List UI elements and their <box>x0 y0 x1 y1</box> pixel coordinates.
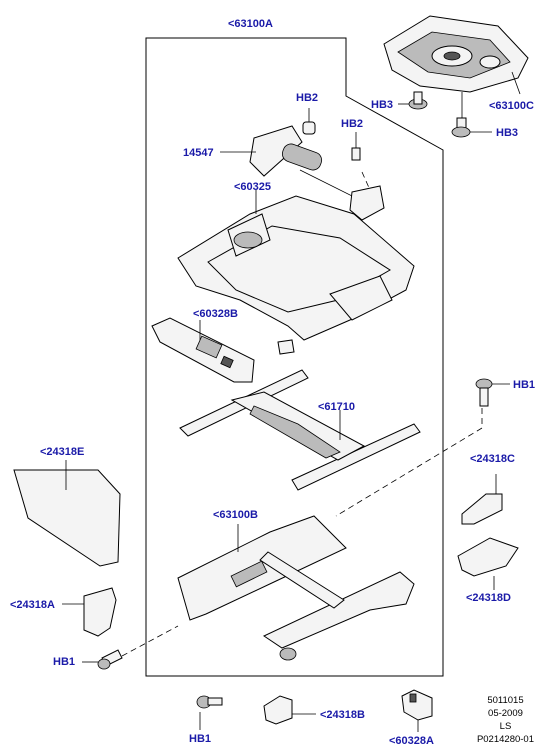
callout-24318E: <24318E <box>40 446 85 458</box>
seat-track-61710 <box>179 369 421 491</box>
trim-24318A <box>62 587 117 637</box>
callout-63100C: <63100C <box>489 100 534 112</box>
lower-frame-63100B <box>177 515 415 661</box>
seat-cushion-pan-63100C <box>383 15 529 95</box>
nut-hb2-upper <box>302 108 316 135</box>
callout-24318A: <24318A <box>10 599 55 611</box>
cover-24318B <box>263 695 316 725</box>
bolt-hb1-right <box>335 378 510 517</box>
bracket-60328A <box>401 689 433 732</box>
reference-number: 5011015 <box>487 695 524 706</box>
bolt-hb3-right <box>451 92 492 138</box>
callout-14547: 14547 <box>183 147 214 159</box>
callout-hb2-lower: HB2 <box>341 118 364 130</box>
callout-24318D: <24318D <box>466 592 511 604</box>
callout-24318B: <24318B <box>320 709 365 721</box>
callout-60328B: <60328B <box>193 308 238 320</box>
bolt-hb2-lower <box>351 132 361 161</box>
callout-hb1-left: HB1 <box>53 656 76 668</box>
drawing-reference-info: 5011015 05-2009 LS P0214280-01 <box>477 694 534 746</box>
bolt-hb1-left <box>82 625 179 670</box>
callout-61710: <61710 <box>318 401 356 413</box>
bracket-60328B <box>151 317 255 383</box>
callout-hb2-upper: HB2 <box>296 92 319 104</box>
callout-hb1-right: HB1 <box>513 379 536 391</box>
callout-63100A: <63100A <box>228 18 273 30</box>
assembly-frame <box>145 37 444 677</box>
reference-date: 05-2009 <box>488 708 523 719</box>
callout-60325: <60325 <box>234 181 272 193</box>
trim-panel-24318E <box>13 460 121 567</box>
callout-63100B: <63100B <box>213 509 258 521</box>
cover-24318C <box>461 474 503 525</box>
reference-drawing-id: P0214280-01 <box>476 734 534 745</box>
bolt-hb1-bottom <box>196 695 223 730</box>
callout-hb1-bottom: HB1 <box>189 733 212 745</box>
bolt-hb3-left <box>398 91 428 110</box>
recliner-motor-14547 <box>220 125 385 221</box>
reference-model: LS <box>499 721 512 732</box>
seat-frame-60325 <box>177 190 415 355</box>
callout-24318C: <24318C <box>470 453 515 465</box>
callout-hb3-left: HB3 <box>371 99 394 111</box>
callout-60328A: <60328A <box>389 735 434 747</box>
cover-24318D <box>457 537 519 590</box>
callout-hb3-right: HB3 <box>496 127 519 139</box>
